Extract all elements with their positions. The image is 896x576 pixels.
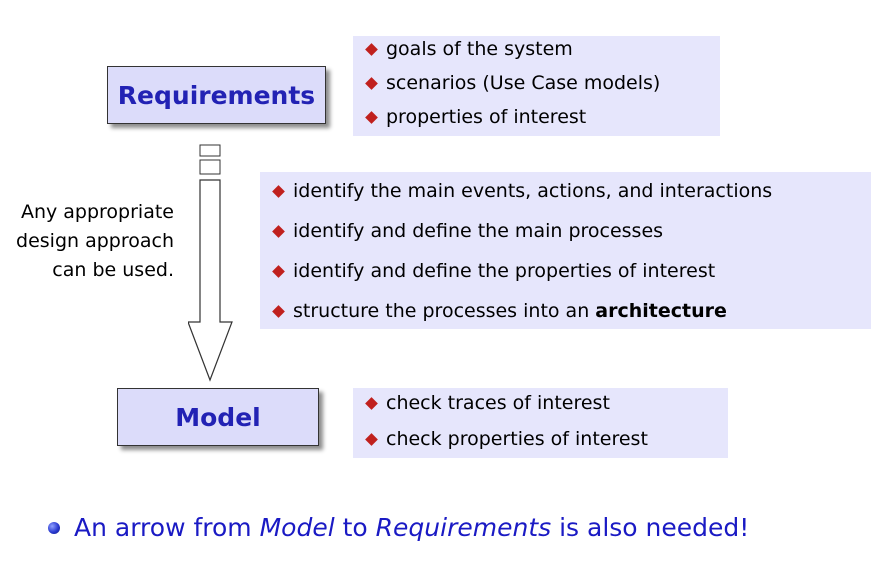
footer-model: Model: [259, 513, 335, 542]
requirements-panel: goals of the system scenarios (Use Case …: [353, 36, 720, 136]
diamond-bullet-icon: [272, 224, 285, 238]
requirement-goals: goals of the system: [386, 38, 573, 60]
footer-text-2: to: [334, 513, 376, 542]
process-structure-prefix: structure the processes into an: [293, 300, 596, 322]
process-events: identify the main events, actions, and i…: [293, 180, 773, 202]
diamond-bullet-icon: [272, 184, 285, 198]
requirement-scenarios: scenarios (Use Case models): [386, 72, 661, 94]
diamond-bullet-icon: [365, 42, 378, 56]
diamond-bullet-icon: [272, 264, 285, 278]
list-item: check traces of interest: [363, 392, 610, 414]
list-item: goals of the system: [363, 38, 573, 60]
diamond-bullet-icon: [365, 110, 378, 124]
note-line: Any appropriate: [20, 201, 174, 223]
process-define-processes: identify and define the main processes: [293, 220, 664, 242]
requirements-box: Requirements: [107, 66, 326, 124]
footer-text-3: is also needed!: [551, 513, 750, 542]
list-item: identify the main events, actions, and i…: [270, 180, 772, 202]
model-label: Model: [175, 402, 261, 432]
list-item: identify and define the properties of in…: [270, 260, 715, 282]
diamond-bullet-icon: [365, 396, 378, 410]
list-item: structure the processes into an architec…: [270, 300, 727, 322]
footer-text-1: An arrow from: [74, 513, 260, 542]
note-line: design approach: [16, 230, 174, 252]
list-item: scenarios (Use Case models): [363, 72, 660, 94]
round-bullet-icon: [48, 521, 60, 534]
diamond-bullet-icon: [365, 76, 378, 90]
process-define-properties: identify and define the properties of in…: [293, 260, 716, 282]
architecture-emphasis: architecture: [595, 300, 727, 322]
model-check-properties: check properties of interest: [386, 428, 648, 450]
footer-note: An arrow from Model to Requirements is a…: [48, 513, 749, 542]
note-line: can be used.: [52, 259, 174, 281]
diamond-bullet-icon: [272, 304, 285, 318]
process-panel: identify the main events, actions, and i…: [260, 172, 871, 329]
list-item: check properties of interest: [363, 428, 648, 450]
design-approach-note: Any appropriate design approach can be u…: [16, 198, 174, 285]
requirement-properties: properties of interest: [386, 106, 587, 128]
model-panel: check traces of interest check propertie…: [353, 388, 728, 458]
list-item: identify and define the main processes: [270, 220, 663, 242]
footer-requirements: Requirements: [375, 513, 552, 542]
model-check-traces: check traces of interest: [386, 392, 610, 414]
model-box: Model: [117, 388, 319, 446]
requirements-label: Requirements: [117, 80, 316, 110]
diamond-bullet-icon: [365, 432, 378, 446]
list-item: properties of interest: [363, 106, 586, 128]
down-arrow-icon: [188, 144, 233, 382]
